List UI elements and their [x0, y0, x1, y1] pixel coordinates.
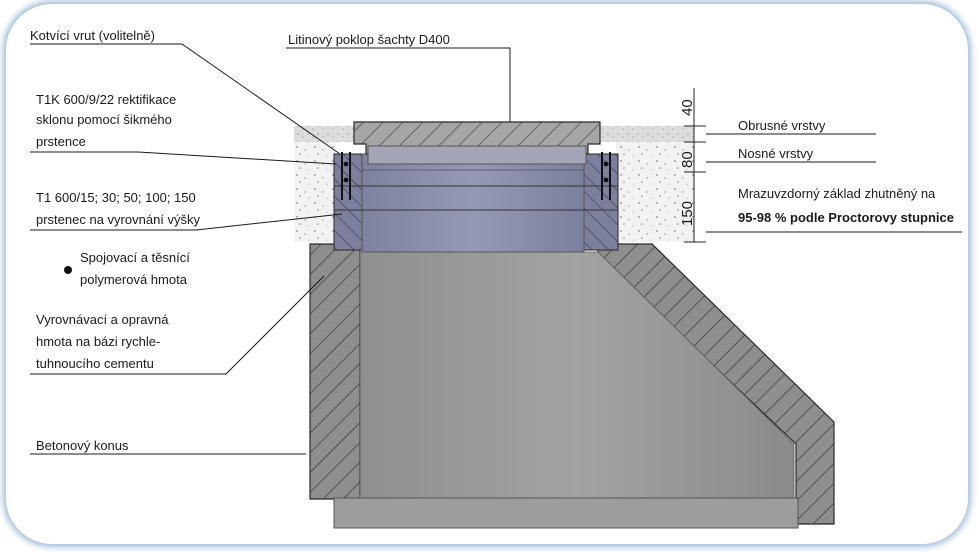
manhole-cover — [353, 121, 601, 165]
dimension-40: 40 — [679, 99, 696, 116]
dimension-150: 150 — [679, 201, 696, 226]
base-layer-right — [616, 142, 694, 172]
ring-stack-left — [333, 153, 363, 251]
manhole-diagram: 40 80 150 Kotvící vrut (volitelně) T1K 6… — [30, 28, 962, 529]
dimension-column: 40 80 150 — [679, 88, 706, 243]
adjustment-rings — [333, 153, 619, 253]
label-cover: Litinový poklop šachty D400 — [288, 32, 450, 47]
label-base-layers: Nosné vrstvy — [738, 146, 814, 161]
label-cone: Betonový konus — [36, 438, 129, 453]
label-t1k-3: prstence — [36, 134, 86, 149]
frost-layer-left — [294, 172, 334, 242]
label-repair-3: tuhnoucího cementu — [36, 356, 154, 371]
left-labels: Kotvící vrut (volitelně) T1K 600/9/22 re… — [30, 28, 201, 453]
frost-layer-right — [618, 172, 694, 242]
label-polymer-1: Spojovací a těsnící — [80, 250, 190, 265]
label-polymer-2: polymerová hmota — [80, 272, 188, 287]
wear-layer-right — [594, 126, 694, 142]
wear-layer-left — [294, 126, 356, 142]
cone-base-ring — [333, 497, 799, 529]
ring-body — [361, 153, 585, 253]
bullet-icon — [64, 266, 72, 274]
label-frost-2: 95-98 % podle Proctorovy stupnice — [738, 210, 954, 225]
label-repair-2: hmota na bázi rychle- — [36, 334, 160, 349]
ground-layers — [294, 126, 694, 242]
anchor-screws — [341, 152, 611, 200]
label-frost-1: Mrazuvzdorný základ zhutněný na — [738, 186, 936, 201]
label-wear-layers: Obrusné vrstvy — [738, 118, 826, 133]
right-labels: Obrusné vrstvy Nosné vrstvy Mrazuvzdorný… — [738, 118, 954, 225]
concrete-cone — [309, 243, 835, 529]
dimension-80: 80 — [679, 151, 696, 168]
label-repair-1: Vyrovnávací a opravná — [36, 312, 169, 327]
label-anchor-screw: Kotvící vrut (volitelně) — [30, 28, 155, 43]
label-t1k-1: T1K 600/9/22 rektifikace — [36, 92, 176, 107]
diagram-frame: 40 80 150 Kotvící vrut (volitelně) T1K 6… — [6, 4, 968, 544]
label-t1k-2: sklonu pomocí šikmého — [36, 112, 172, 127]
label-t1-1: T1 600/15; 30; 50; 100; 150 — [36, 190, 196, 205]
base-layer-left — [294, 142, 336, 172]
cover-lid — [367, 145, 587, 165]
leader-lines — [30, 43, 962, 455]
label-t1-2: prstenec na vyrovnání výšky — [36, 212, 201, 227]
